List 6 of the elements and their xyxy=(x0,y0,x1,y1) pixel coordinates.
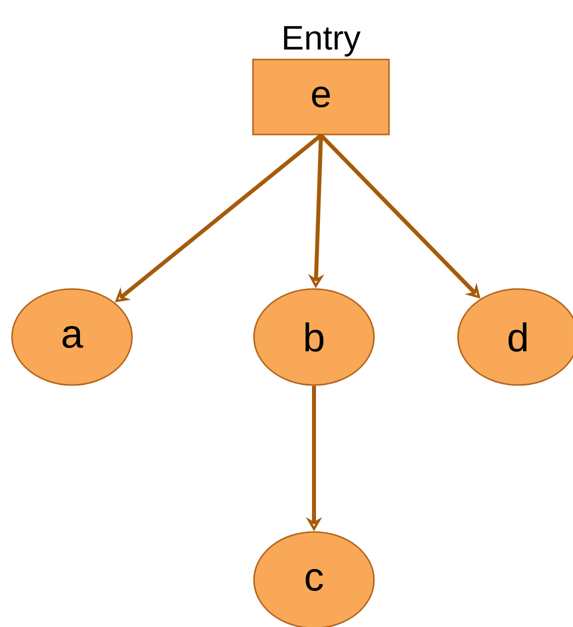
ellipse-node: b xyxy=(253,288,375,386)
ellipse-node: c xyxy=(253,531,375,627)
ellipse-node: a xyxy=(11,288,133,386)
ellipse-node: d xyxy=(457,288,573,386)
node-heading: Entry xyxy=(284,26,361,57)
process-box: e xyxy=(252,58,390,136)
